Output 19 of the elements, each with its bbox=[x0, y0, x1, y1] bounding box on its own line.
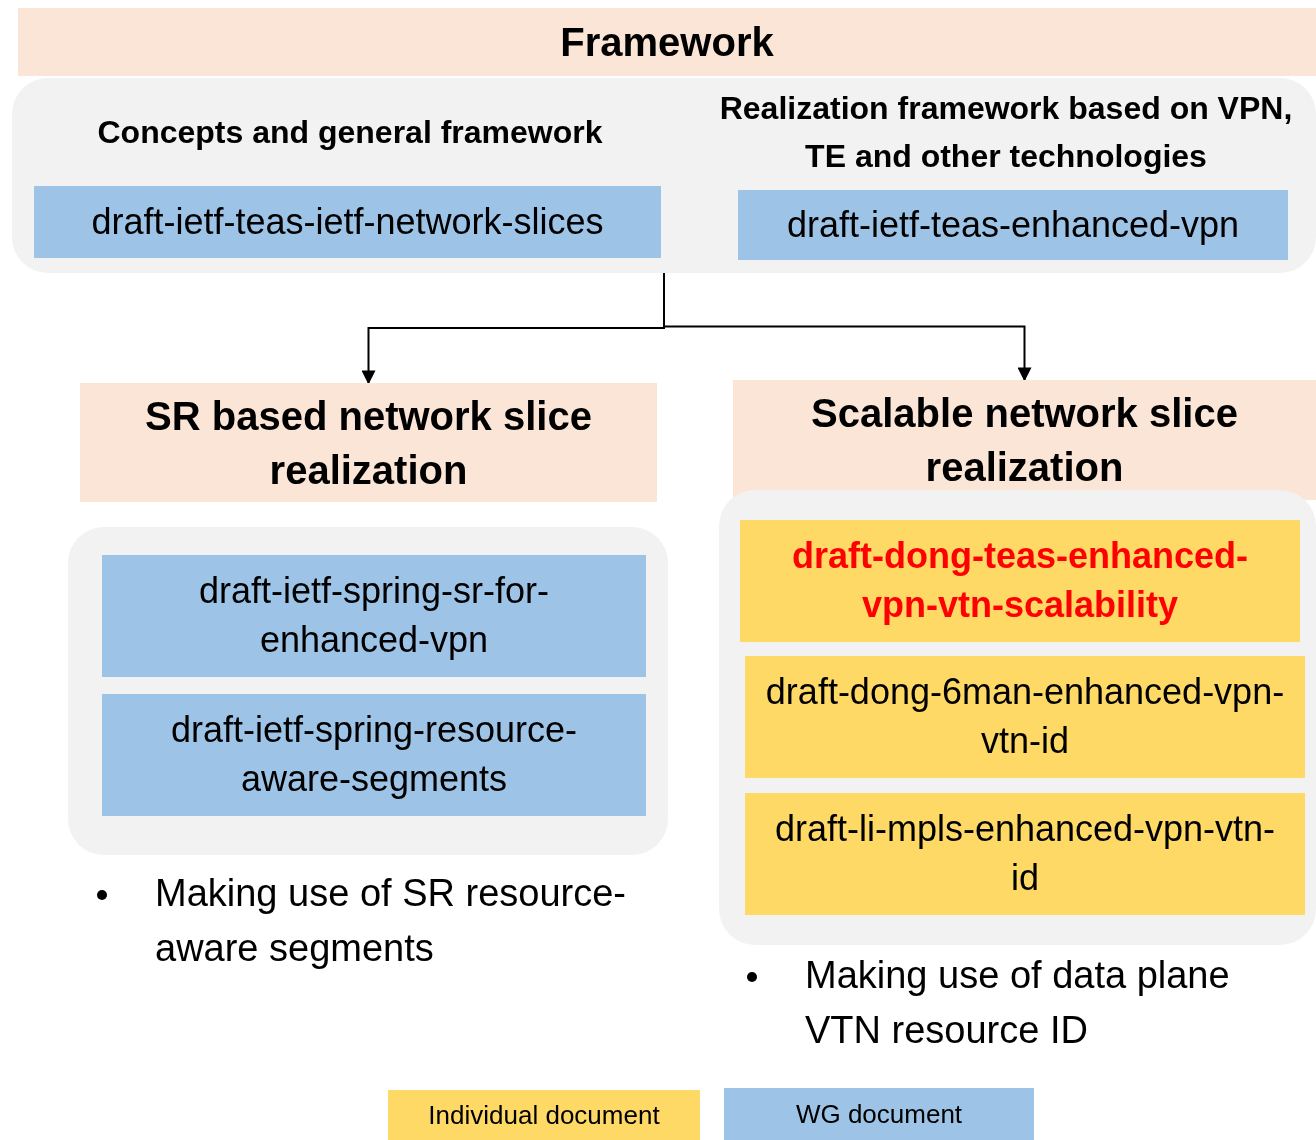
legend-swatch: Individual document bbox=[388, 1090, 700, 1140]
section-heading: Realization framework based on VPN, TE and other technologies bbox=[718, 89, 1294, 176]
section-heading: Concepts and general framework bbox=[96, 113, 604, 152]
document-box: draft-ietf-teas-enhanced-vpn bbox=[738, 190, 1288, 260]
document-box: draft-ietf-spring-sr-for-enhanced-vpn bbox=[102, 555, 646, 677]
legend-swatch: WG document bbox=[724, 1088, 1034, 1140]
document-box: draft-dong-teas-enhanced-vpn-vtn-scalability bbox=[740, 520, 1300, 642]
document-box: draft-ietf-teas-ietf-network-slices bbox=[34, 186, 661, 258]
document-box: draft-ietf-spring-resource-aware-segments bbox=[102, 694, 646, 816]
document-box: draft-dong-6man-enhanced-vpn-vtn-id bbox=[745, 656, 1305, 778]
header-band: SR based network slice realization bbox=[80, 383, 657, 502]
document-box: draft-li-mpls-enhanced-vpn-vtn-id bbox=[745, 793, 1305, 915]
panel bbox=[68, 527, 668, 855]
panel bbox=[719, 490, 1316, 945]
header-band: Framework bbox=[18, 8, 1316, 76]
panel bbox=[12, 78, 1316, 273]
bullet-note: Making use of SR resource-aware segments bbox=[155, 871, 627, 972]
bullet-note: Making use of data plane VTN resource ID bbox=[805, 953, 1231, 1054]
header-band: Scalable network slice realization bbox=[733, 380, 1316, 500]
